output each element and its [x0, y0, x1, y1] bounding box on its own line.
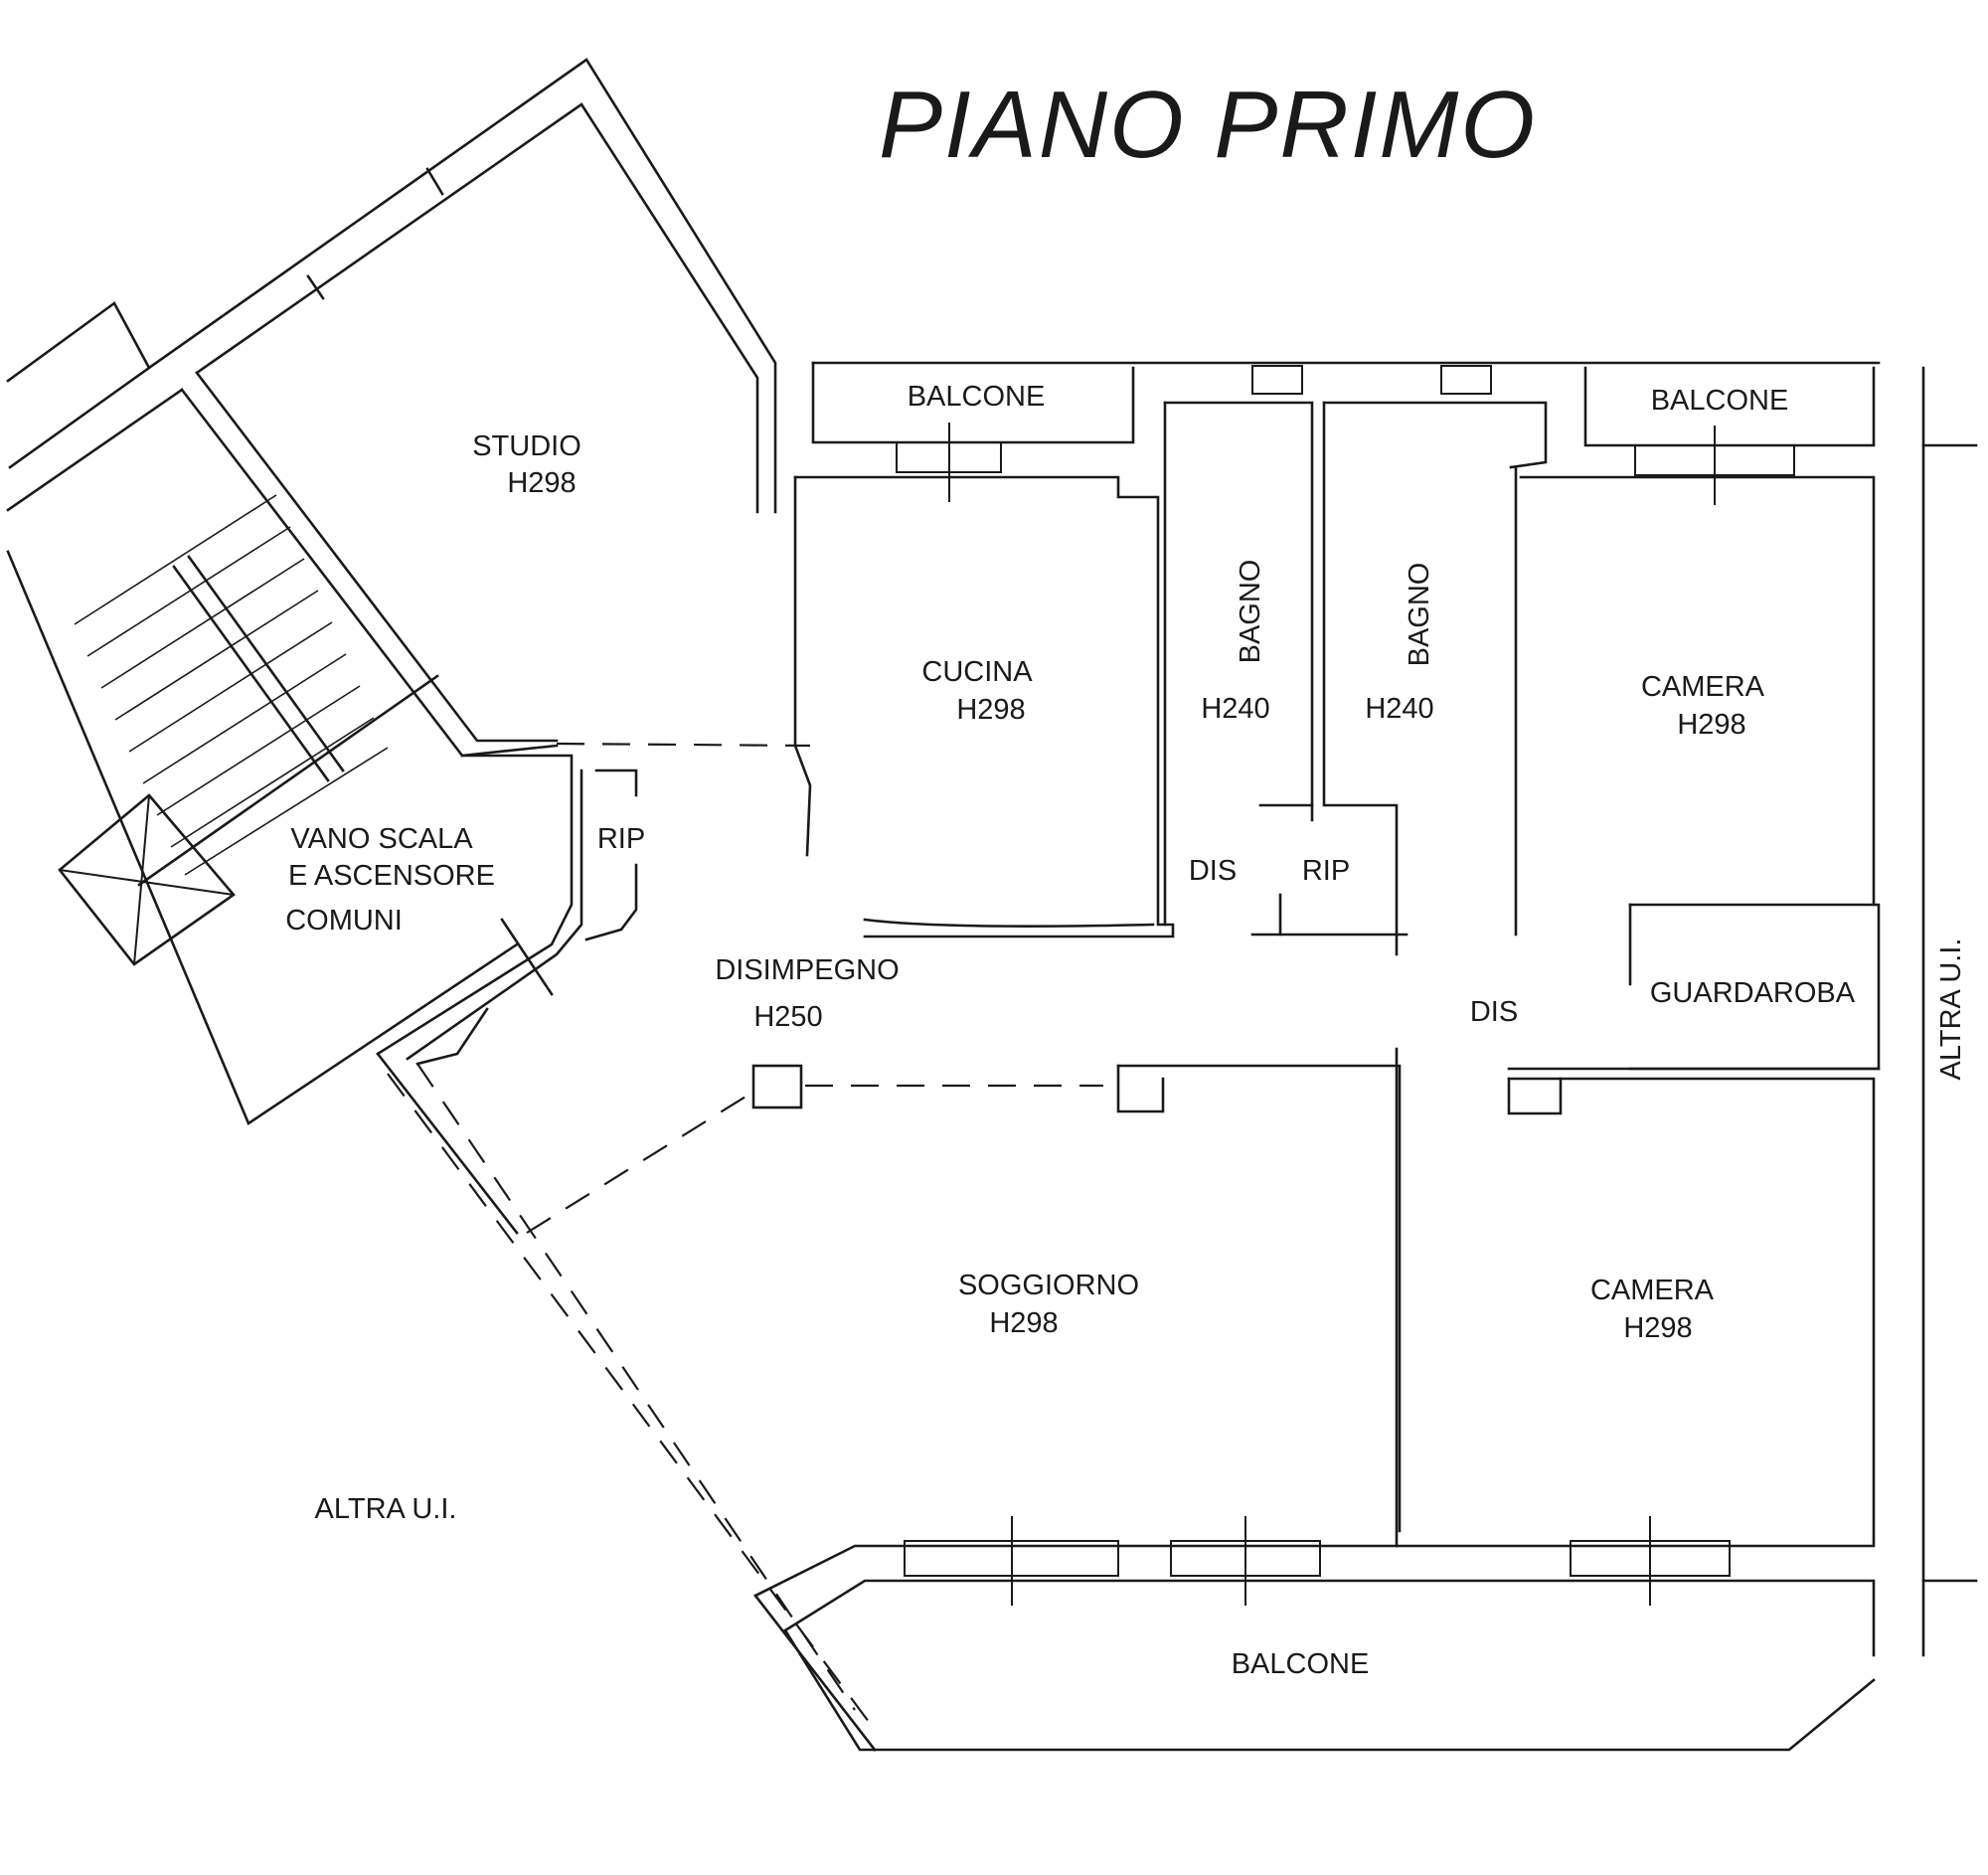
label-rip-left: RIP [597, 823, 645, 855]
label-studio: STUDIO [472, 430, 581, 462]
plan-title: PIANO PRIMO [879, 72, 1537, 178]
bottom-balcony-walls [753, 1544, 1876, 1752]
label-vano-scala-1: VANO SCALA [290, 823, 473, 855]
entrance-walls [376, 754, 876, 1731]
stair-block [6, 301, 519, 1125]
label-studio-height: H298 [507, 467, 576, 499]
label-camera-bottom-height: H298 [1623, 1312, 1692, 1344]
studio-walls [147, 58, 811, 758]
label-dis-right: DIS [1470, 996, 1518, 1028]
label-vano-scala-3: COMUNI [285, 905, 403, 937]
label-guardaroba: GUARDAROBA [1650, 977, 1856, 1009]
label-cucina: CUCINA [921, 656, 1033, 688]
label-bagno-2-height: H240 [1365, 693, 1433, 725]
label-balcone-camera: BALCONE [1651, 385, 1789, 417]
cucina-walls [793, 475, 1175, 938]
label-disimpegno-height: H250 [753, 1001, 822, 1033]
label-disimpegno: DISIMPEGNO [715, 954, 899, 986]
label-bagno-1: BAGNO [1235, 560, 1266, 664]
soggiorno-walls [526, 1047, 1402, 1548]
windows [896, 423, 1795, 1606]
label-vano-scala-2: E ASCENSORE [288, 860, 495, 892]
camere-walls [1395, 465, 1881, 1548]
label-dis-center: DIS [1189, 855, 1237, 887]
label-rip-center: RIP [1302, 855, 1350, 887]
room-labels: STUDIO H298 BALCONE BALCONE CUCINA H298 … [285, 381, 1967, 1680]
label-bagno-1-height: H240 [1201, 693, 1269, 725]
label-balcone-bottom: BALCONE [1232, 1648, 1370, 1680]
label-bagno-2: BAGNO [1404, 563, 1435, 667]
label-cucina-height: H298 [956, 694, 1025, 726]
label-camera-top: CAMERA [1641, 671, 1765, 703]
label-camera-bottom: CAMERA [1590, 1275, 1715, 1306]
top-walls [811, 361, 1978, 1657]
label-altra-right: ALTRA U.I. [1935, 938, 1967, 1081]
bagni-walls [1163, 401, 1548, 956]
label-altra-left: ALTRA U.I. [315, 1493, 457, 1525]
label-balcone-kitchen: BALCONE [908, 381, 1046, 413]
label-soggiorno: SOGGIORNO [958, 1270, 1139, 1301]
label-camera-top-height: H298 [1677, 709, 1745, 741]
label-soggiorno-height: H298 [989, 1307, 1058, 1339]
